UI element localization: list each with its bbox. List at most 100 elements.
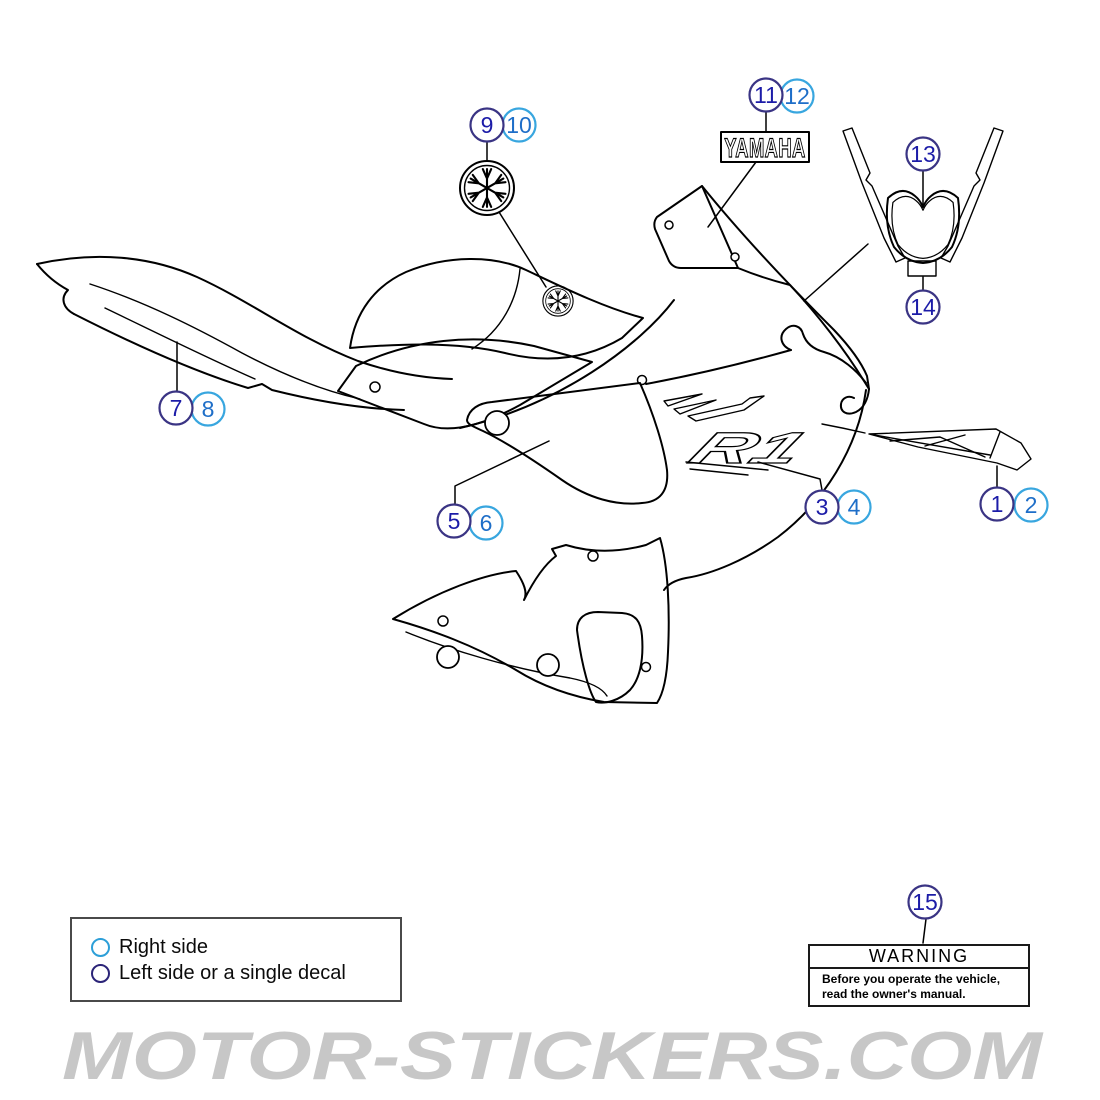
right-side-marker-icon xyxy=(91,937,110,957)
callout-6[interactable]: 6 xyxy=(468,505,504,541)
tail-outline-top xyxy=(36,255,453,380)
leader-5 xyxy=(454,440,550,505)
screen-edge-outer xyxy=(701,185,870,390)
callout-14[interactable]: 14 xyxy=(905,289,941,325)
callout-11[interactable]: 11 xyxy=(748,77,784,113)
fairing-hole-2 xyxy=(730,252,740,262)
callout-9[interactable]: 9 xyxy=(469,107,505,143)
svg-text:3: 3 xyxy=(816,494,829,520)
legend-box: Right side Left side or a single decal xyxy=(70,917,402,1002)
callout-15[interactable]: 15 xyxy=(907,884,943,920)
trim-left-strip xyxy=(842,127,906,263)
trim-center-shield xyxy=(885,190,961,264)
r1-underline-2 xyxy=(689,468,749,476)
trim-right-strip xyxy=(940,127,1004,263)
side-stripe-decal xyxy=(663,393,765,422)
winglet-outline xyxy=(868,428,1032,471)
callout-12[interactable]: 12 xyxy=(779,78,815,114)
winglet-truss-3 xyxy=(924,434,966,447)
tank-seam-line xyxy=(471,268,521,350)
fairing-lower-lip xyxy=(821,423,866,434)
leader-15 xyxy=(922,918,927,944)
trim-base-tab xyxy=(907,260,937,277)
mid-panel-hole xyxy=(484,410,510,436)
warning-body-line2: read the owner's manual. xyxy=(822,987,966,1001)
belly-pan-part xyxy=(392,537,670,704)
winglet-fold-line xyxy=(989,431,1001,459)
legend-right-side-label: Right side xyxy=(119,935,208,958)
belly-hole-4 xyxy=(587,550,599,562)
legend-left-side-label: Left side or a single decal xyxy=(119,961,346,984)
svg-text:14: 14 xyxy=(910,294,936,320)
mid-panel-part xyxy=(466,382,669,505)
mid-panel-outline xyxy=(466,382,669,505)
leader-13b xyxy=(803,243,869,302)
svg-text:13: 13 xyxy=(910,141,936,167)
svg-text:4: 4 xyxy=(848,494,861,520)
callout-8[interactable]: 8 xyxy=(190,391,226,427)
r1-underline-1 xyxy=(685,461,769,471)
r1-logo-decal: R1 xyxy=(679,422,818,476)
belly-hole-2 xyxy=(536,653,560,677)
speed-stripe-1 xyxy=(663,393,703,407)
svg-text:12: 12 xyxy=(784,83,810,109)
callout-10[interactable]: 10 xyxy=(501,107,537,143)
yamaha-wordmark-decal: YAMAHA xyxy=(720,131,810,163)
fairing-nose-mouth xyxy=(839,388,870,415)
callout-7[interactable]: 7 xyxy=(158,390,194,426)
fairing-hole-1 xyxy=(664,220,674,230)
fuel-tank-part xyxy=(349,258,644,360)
tail-inner-line-1 xyxy=(89,283,361,400)
callout-3[interactable]: 3 xyxy=(804,489,840,525)
emblem-inner-ring xyxy=(463,164,511,212)
callout-5[interactable]: 5 xyxy=(436,503,472,539)
svg-text:10: 10 xyxy=(506,112,532,138)
seat-panel-outline xyxy=(337,338,593,430)
svg-text:11: 11 xyxy=(754,82,778,108)
warning-body: Before you operate the vehicle, read the… xyxy=(810,969,1028,1002)
belly-exhaust-cutout xyxy=(576,611,644,704)
callouts: 2 1 4 3 6 5 8 7 10 9 12 11 13 14 15 xyxy=(158,77,1049,920)
belly-inner-line xyxy=(405,631,608,697)
svg-text:2: 2 xyxy=(1025,492,1038,518)
tank-emblem-decal xyxy=(542,285,574,317)
callout-2[interactable]: 2 xyxy=(1013,487,1049,523)
left-side-marker-icon xyxy=(91,963,110,983)
tank-emblem-inner-ring xyxy=(545,288,571,314)
winglet-truss-2 xyxy=(889,436,986,458)
tank-outline xyxy=(349,258,644,360)
fairing-surface-curve xyxy=(780,324,867,384)
legend-item-left-side: Left side or a single decal xyxy=(91,960,400,986)
tail-inner-line-2 xyxy=(104,307,256,380)
fairing-trailing-edge xyxy=(663,389,867,591)
svg-text:9: 9 xyxy=(481,112,494,138)
speed-stripe-2 xyxy=(673,399,717,415)
svg-text:6: 6 xyxy=(480,510,493,536)
callout-13[interactable]: 13 xyxy=(905,136,941,172)
leader-lines xyxy=(176,111,998,944)
yamaha-wordmark-frame xyxy=(720,131,810,163)
callout-1[interactable]: 1 xyxy=(979,486,1015,522)
callout-4[interactable]: 4 xyxy=(836,489,872,525)
leader-9b xyxy=(498,211,547,288)
speed-stripe-3 xyxy=(687,395,765,422)
fairing-upper-panel xyxy=(653,185,739,269)
svg-text:5: 5 xyxy=(448,508,461,534)
watermark-text: MOTOR-STICKERS.COM xyxy=(62,1018,1044,1094)
tail-tip-edge xyxy=(36,263,75,315)
leader-11b xyxy=(707,161,757,228)
seat-panel-part xyxy=(337,338,593,430)
belly-hole-3 xyxy=(437,615,449,627)
tail-outline-bottom xyxy=(73,313,405,411)
svg-text:8: 8 xyxy=(202,396,215,422)
belly-hole-1 xyxy=(436,645,460,669)
warning-label-decal: WARNING Before you operate the vehicle, … xyxy=(808,944,1030,1007)
belly-hole-5 xyxy=(640,661,652,673)
tank-emblem-tuning-fork-icon xyxy=(547,290,569,312)
trim-center-shield-inner xyxy=(891,195,955,259)
tail-cowl-part xyxy=(36,255,453,411)
emblem-tuning-fork-icon xyxy=(467,168,507,208)
svg-text:7: 7 xyxy=(170,395,183,421)
fairing-bottom-edge xyxy=(645,349,792,385)
